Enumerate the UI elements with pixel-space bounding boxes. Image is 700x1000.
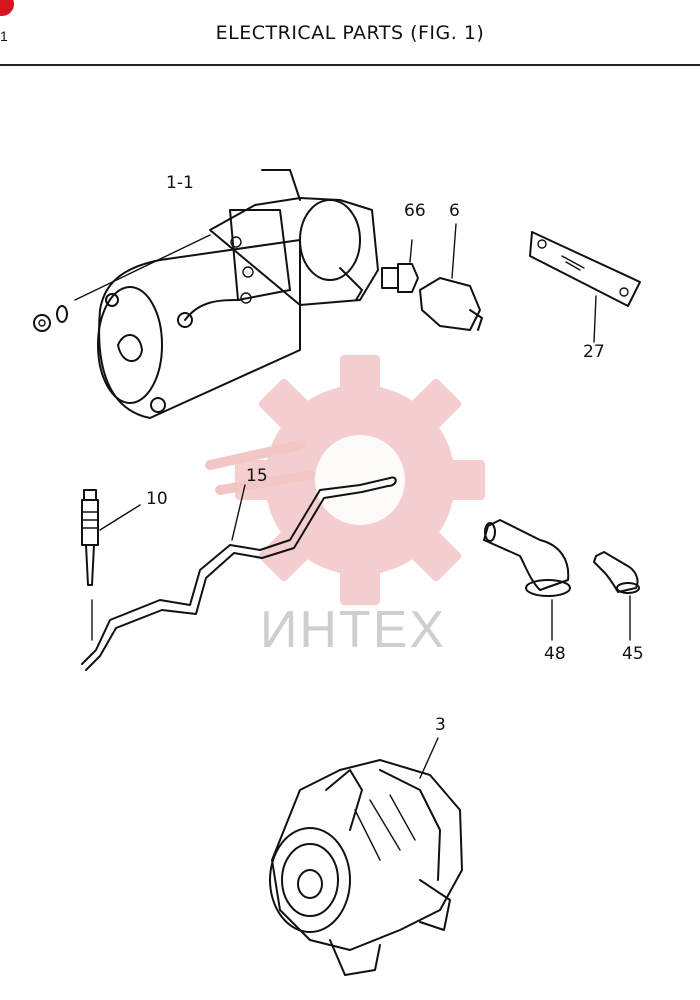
- callout-bolt: 66: [404, 201, 426, 221]
- callout-starter: 1-1: [166, 173, 194, 193]
- callout-oil-switch: 6: [449, 201, 460, 221]
- page-tab: 1: [0, 28, 8, 44]
- page-title: ELECTRICAL PARTS (FIG. 1): [215, 22, 485, 44]
- callout-boot-small: 45: [622, 644, 644, 664]
- header-rule: [0, 64, 700, 66]
- callout-boot-large: 48: [544, 644, 566, 664]
- callout-label-plate: 27: [583, 342, 605, 362]
- callout-wire-harness: 15: [246, 466, 268, 486]
- callout-alternator: 3: [435, 715, 446, 735]
- callout-glow-plug: 10: [146, 489, 168, 509]
- corner-brand-mark: [0, 0, 14, 16]
- watermark-text: ИНТЕХ: [260, 601, 447, 659]
